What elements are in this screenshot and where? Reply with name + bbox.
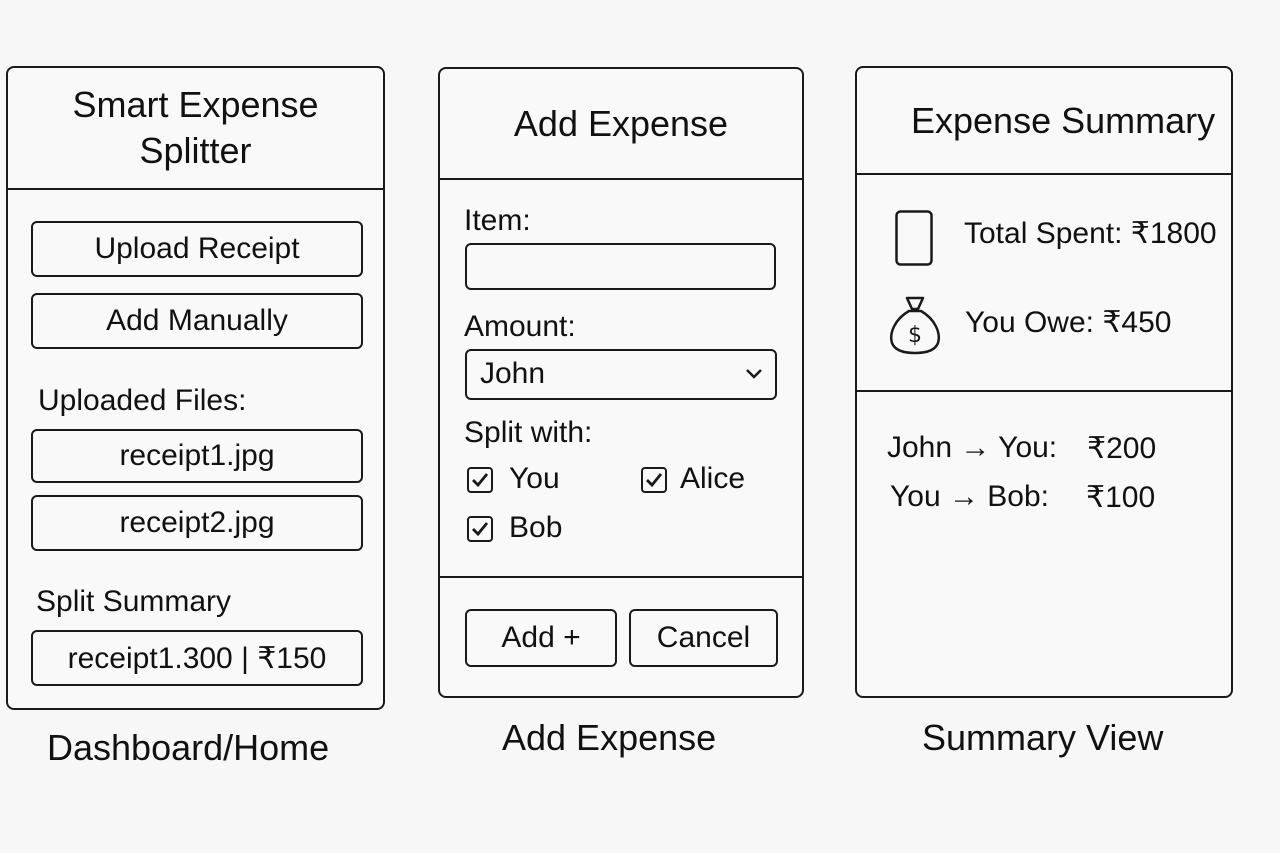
settlement-pair-2: You → Bob:	[890, 480, 1050, 513]
add-expense-divider	[440, 576, 802, 578]
checkmark-icon	[472, 522, 489, 537]
amount-label: Amount:	[464, 310, 576, 343]
file-item-receipt2[interactable]: receipt2.jpg	[31, 495, 363, 551]
summary-header: Expense Summary	[857, 68, 1231, 175]
svg-text:$: $	[908, 323, 922, 348]
dashboard-header: Smart Expense Splitter	[8, 68, 383, 190]
money-bag-icon: $	[890, 296, 940, 355]
add-expense-panel: Add Expense Item: Amount: John Split wit…	[438, 67, 804, 698]
participant-alice-label: Alice	[680, 462, 746, 495]
checkbox-you[interactable]	[467, 467, 493, 493]
cancel-button[interactable]: Cancel	[629, 609, 778, 667]
summary-panel: Expense Summary Total Spent: ₹1800 $ You…	[855, 66, 1233, 698]
phone-icon	[895, 210, 933, 266]
summary-title: Expense Summary	[911, 99, 1216, 141]
item-input[interactable]	[465, 243, 776, 290]
amount-select[interactable]: John	[465, 349, 777, 400]
dashboard-caption: Dashboard/Home	[47, 727, 330, 768]
app-title-line2: Splitter	[139, 130, 252, 171]
checkmark-icon	[472, 473, 489, 488]
add-expense-title: Add Expense	[513, 102, 729, 144]
split-summary-heading: Split Summary	[36, 585, 232, 618]
total-spent: Total Spent: ₹1800	[964, 217, 1217, 250]
split-with-label: Split with:	[464, 416, 593, 449]
app-title: Smart Expense Splitter	[72, 82, 318, 174]
dashboard-panel: Smart Expense Splitter Upload Receipt Ad…	[6, 66, 385, 710]
file-item-receipt1[interactable]: receipt1.jpg	[31, 429, 363, 483]
add-expense-caption: Add Expense	[502, 717, 717, 758]
add-manually-button[interactable]: Add Manually	[31, 293, 363, 349]
split-summary-entry[interactable]: receipt1.300 | ₹150	[31, 630, 363, 686]
you-owe: You Owe: ₹450	[965, 306, 1172, 339]
amount-select-value: John	[480, 357, 546, 390]
settlement-amount-1: ₹200	[1087, 432, 1157, 465]
checkbox-bob[interactable]	[467, 516, 493, 542]
uploaded-files-heading: Uploaded Files:	[38, 384, 247, 417]
checkmark-icon	[646, 473, 663, 488]
checkbox-alice[interactable]	[641, 467, 667, 493]
summary-caption: Summary View	[922, 717, 1164, 758]
app-title-line1: Smart Expense	[72, 84, 319, 125]
upload-receipt-button[interactable]: Upload Receipt	[31, 221, 363, 277]
participant-you-label: You	[509, 462, 560, 495]
item-label: Item:	[464, 204, 531, 237]
add-expense-header: Add Expense	[440, 69, 802, 180]
settlement-amount-2: ₹100	[1086, 481, 1156, 514]
add-button[interactable]: Add +	[465, 609, 617, 667]
summary-divider	[857, 390, 1231, 392]
participant-bob-label: Bob	[509, 511, 563, 544]
settlement-pair-1: John → You:	[887, 431, 1058, 464]
chevron-down-icon	[746, 369, 762, 379]
